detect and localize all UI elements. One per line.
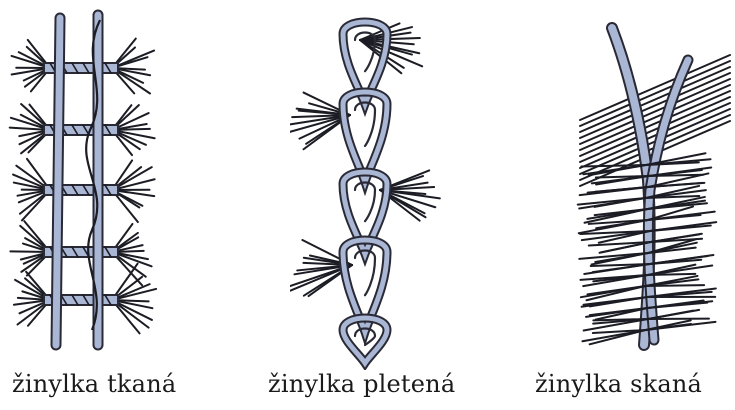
fiber-strand [648,212,715,220]
fiber-strand [580,55,730,120]
twisted-chenille-illustration [560,0,735,365]
fiber-strand [648,274,696,275]
caption-knitted-chenille: žinylka pletená [268,370,455,398]
caption-twisted-chenille: žinylka skaná [535,370,702,398]
knitted-loop-chain [343,22,387,363]
caption-woven-chenille: žinylka tkaná [12,370,176,398]
fiber-strand [645,285,704,286]
fiber-strand [580,73,730,138]
fiber-strand [580,67,730,132]
knitted-chenille-illustration [290,0,450,370]
fiber-strand [580,187,648,195]
fiber-strand [580,61,730,126]
fiber-strand [590,297,648,306]
fiber-strand [580,79,730,144]
woven-chenille-illustration [0,0,200,360]
